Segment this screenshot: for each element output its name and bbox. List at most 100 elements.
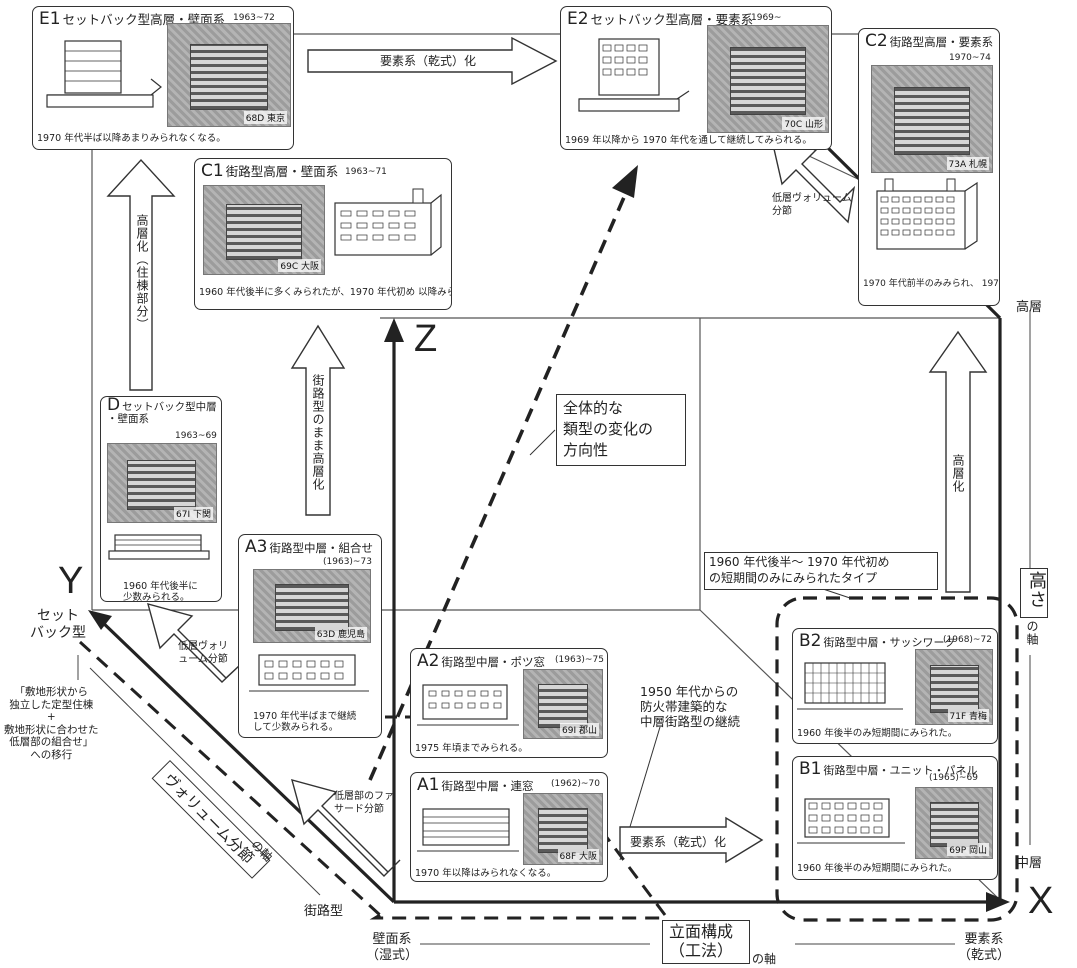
overall-direction-box: 全体的な 類型の変化の 方向性 bbox=[556, 394, 686, 466]
arrow-a1-b1-label: 要素系（乾式）化 bbox=[630, 835, 727, 849]
card-a1-note: 1970 年以降はみられなくなる。 bbox=[415, 868, 557, 879]
card-a3-years: (1963)~73 bbox=[323, 557, 372, 567]
card-b1-sketch bbox=[797, 798, 905, 844]
card-c2-years: 1970~74 bbox=[949, 53, 991, 63]
arrow-a3-d-label: 低層ヴォリューム分節 bbox=[178, 641, 228, 665]
card-e2-note: 1969 年以降から 1970 年代を通して継続してみられる。 bbox=[565, 135, 812, 146]
arrow-a3-d bbox=[147, 603, 241, 683]
card-a1-years: (1962)~70 bbox=[551, 779, 600, 789]
y-axis-bottom: 街路型 bbox=[304, 904, 344, 919]
x-axis-label-box: 立面構成 （工法） bbox=[662, 920, 750, 964]
y-axis-line bbox=[96, 616, 396, 904]
card-a2-sketch bbox=[417, 684, 519, 726]
arrow-a1-b1 bbox=[619, 816, 764, 864]
z-axis-label: 高さ bbox=[1026, 571, 1047, 609]
card-d-note: 1960 年代後半に 少数みられる。 bbox=[123, 581, 198, 602]
z-axis-letter: Z bbox=[414, 318, 438, 360]
card-b2-sketch bbox=[797, 662, 903, 710]
card-e2-sketch bbox=[578, 38, 690, 112]
arrow-a3-c1 bbox=[290, 324, 346, 516]
z-arrowhead bbox=[384, 318, 404, 342]
card-c1-note: 1960 年代後半に多くみられたが、1970 年代初め 以降みられなくなる。 bbox=[199, 287, 451, 298]
overall-direction-text: 全体的な 類型の変化の 方向性 bbox=[563, 399, 654, 459]
y-axis-top: セット バック型 bbox=[30, 608, 86, 641]
z-axis-top: 高層 bbox=[1016, 300, 1043, 315]
card-c2-photo: 73A 札幌 bbox=[871, 65, 993, 173]
card-c1-photo: 69C 大阪 bbox=[203, 185, 325, 275]
card-e1-photo: 68D 東京 bbox=[167, 23, 291, 127]
card-b1-photo: 69P 岡山 bbox=[915, 787, 993, 859]
arrow-b2-c2 bbox=[928, 330, 988, 593]
overall-direction-line bbox=[368, 194, 627, 781]
card-d-sketch bbox=[108, 534, 210, 560]
card-d-years: 1963~69 bbox=[175, 431, 217, 441]
short-period-outline bbox=[775, 596, 1019, 922]
card-b1-years: (1965)~69 bbox=[929, 773, 978, 783]
y-arrowhead bbox=[88, 610, 112, 630]
card-a2-photo: 69I 郡山 bbox=[523, 669, 603, 739]
arrow-a1-a3 bbox=[291, 779, 401, 877]
y-axis-note: 「敷地形状から 独立した定型住棟 + 敷地形状に合わせた 低層部の組合せ」 への… bbox=[4, 686, 99, 761]
card-e1-note: 1970 年代半ば以降あまりみられなくなる。 bbox=[37, 133, 226, 144]
card-e1-years: 1963~72 bbox=[233, 13, 275, 23]
arrow-a3-c1-label: 街路型のまま高層化 bbox=[311, 374, 325, 491]
y-axis-letter: Y bbox=[58, 560, 84, 602]
short-period-box: 1960 年代後半～ 1970 年代初め の短期間のみにみられたタイプ bbox=[704, 552, 938, 590]
x-axis-left: 壁面系 （湿式） bbox=[366, 932, 419, 963]
overall-direction-arrowhead bbox=[612, 165, 638, 198]
z-axis-suffix: の軸 bbox=[1025, 620, 1039, 646]
x-axis-suffix: の軸 bbox=[752, 952, 777, 966]
card-c2-sketch bbox=[876, 178, 978, 250]
arrow-c1-e1-label: 高層化（住棟部分） bbox=[135, 214, 149, 331]
card-b2-note: 1960 年後半のみ短期間にみられた。 bbox=[797, 728, 958, 739]
card-a1-photo: 68F 大阪 bbox=[523, 793, 603, 865]
card-c1-sketch bbox=[334, 188, 442, 256]
continuation-text: 1950 年代からの 防火帯建築的な 中層街路型の継続 bbox=[640, 684, 741, 729]
card-d-photo: 67I 下関 bbox=[107, 443, 217, 523]
card-a3-sketch bbox=[249, 654, 369, 692]
short-period-text: 1960 年代後半～ 1970 年代初め の短期間のみにみられたタイプ bbox=[709, 555, 890, 585]
card-e2-years: 1969~ bbox=[751, 13, 782, 23]
arrow-b2-c2-label: 高層化 bbox=[951, 454, 965, 493]
z-axis-label-box: 高さ bbox=[1020, 568, 1048, 618]
card-e1-sketch bbox=[46, 40, 162, 108]
card-b2-photo: 71F 青梅 bbox=[915, 649, 993, 725]
arrow-e1-e2-label: 要素系（乾式）化 bbox=[380, 54, 477, 68]
card-e2-photo: 70C 山形 bbox=[707, 25, 829, 133]
card-a3-photo: 63D 鹿児島 bbox=[253, 569, 371, 643]
card-a2-note: 1975 年頃までみられる。 bbox=[415, 743, 528, 754]
card-b1-note: 1960 年後半のみ短期間にみられた。 bbox=[797, 863, 958, 874]
card-a2-years: (1963)~75 bbox=[555, 655, 604, 665]
x-axis-label: 立面構成 （工法） bbox=[669, 922, 734, 960]
x-axis-letter: X bbox=[1028, 880, 1054, 922]
z-axis-bottom: 中層 bbox=[1016, 856, 1043, 871]
x-arrowhead bbox=[986, 892, 1010, 912]
arrow-e1-e2 bbox=[307, 36, 558, 86]
card-a3-note: 1970 年代半ばまで継続 して少数みられる。 bbox=[253, 711, 357, 733]
card-c2-note: 1970 年代前半のみみられ、 1975 年以降みられなくなる。 bbox=[863, 279, 999, 289]
arrow-c1-e1 bbox=[106, 158, 176, 391]
arrow-c2-e2-label: 低層ヴォリューム分節 bbox=[772, 193, 852, 217]
card-c1-years: 1963~71 bbox=[345, 167, 387, 177]
x-axis-right: 要素系 （乾式） bbox=[958, 932, 1011, 963]
card-b2-years: (1968)~72 bbox=[943, 635, 992, 645]
